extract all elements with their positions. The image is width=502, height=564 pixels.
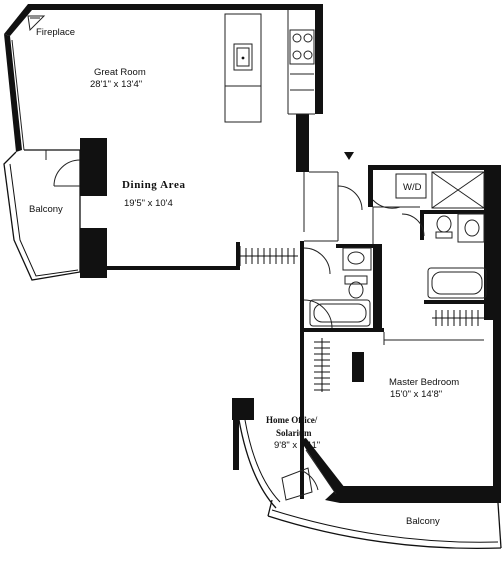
dining-area-name: Dining Area [122,179,186,191]
washer-dryer-label: W/D [403,182,422,193]
great-room-name: Great Room [94,67,146,78]
great-room-dims: 28'1" x 13'4" [90,79,142,90]
balcony-south-label: Balcony [406,516,440,527]
exterior-walls [4,4,501,503]
fireplace-symbol [27,15,46,32]
balcony-south-outline [238,419,502,550]
interior-lines [11,10,484,345]
room-labels: Fireplace Great Room 28'1" x 13'4" Dinin… [29,27,459,527]
door-swings [303,185,425,329]
home-office-dims: 9'8" x 7'11" [274,440,320,451]
master-bedroom-dims: 15'0" x 14'8" [390,389,442,400]
fireplace-label: Fireplace [36,27,75,38]
home-office-name-2: Solarium [276,428,312,438]
home-office-name: Home Office/ [266,415,318,425]
closet-ribs [239,246,484,392]
dining-area-dims: 19'5" x 10'4 [124,198,173,209]
kitchen-fixtures [233,29,315,91]
entry-arrow-icon [344,152,354,160]
bathroom-fixtures [309,171,487,327]
balcony-west-label: Balcony [29,204,63,215]
balcony-west-outline [3,149,81,281]
master-bedroom-name: Master Bedroom [389,377,459,388]
